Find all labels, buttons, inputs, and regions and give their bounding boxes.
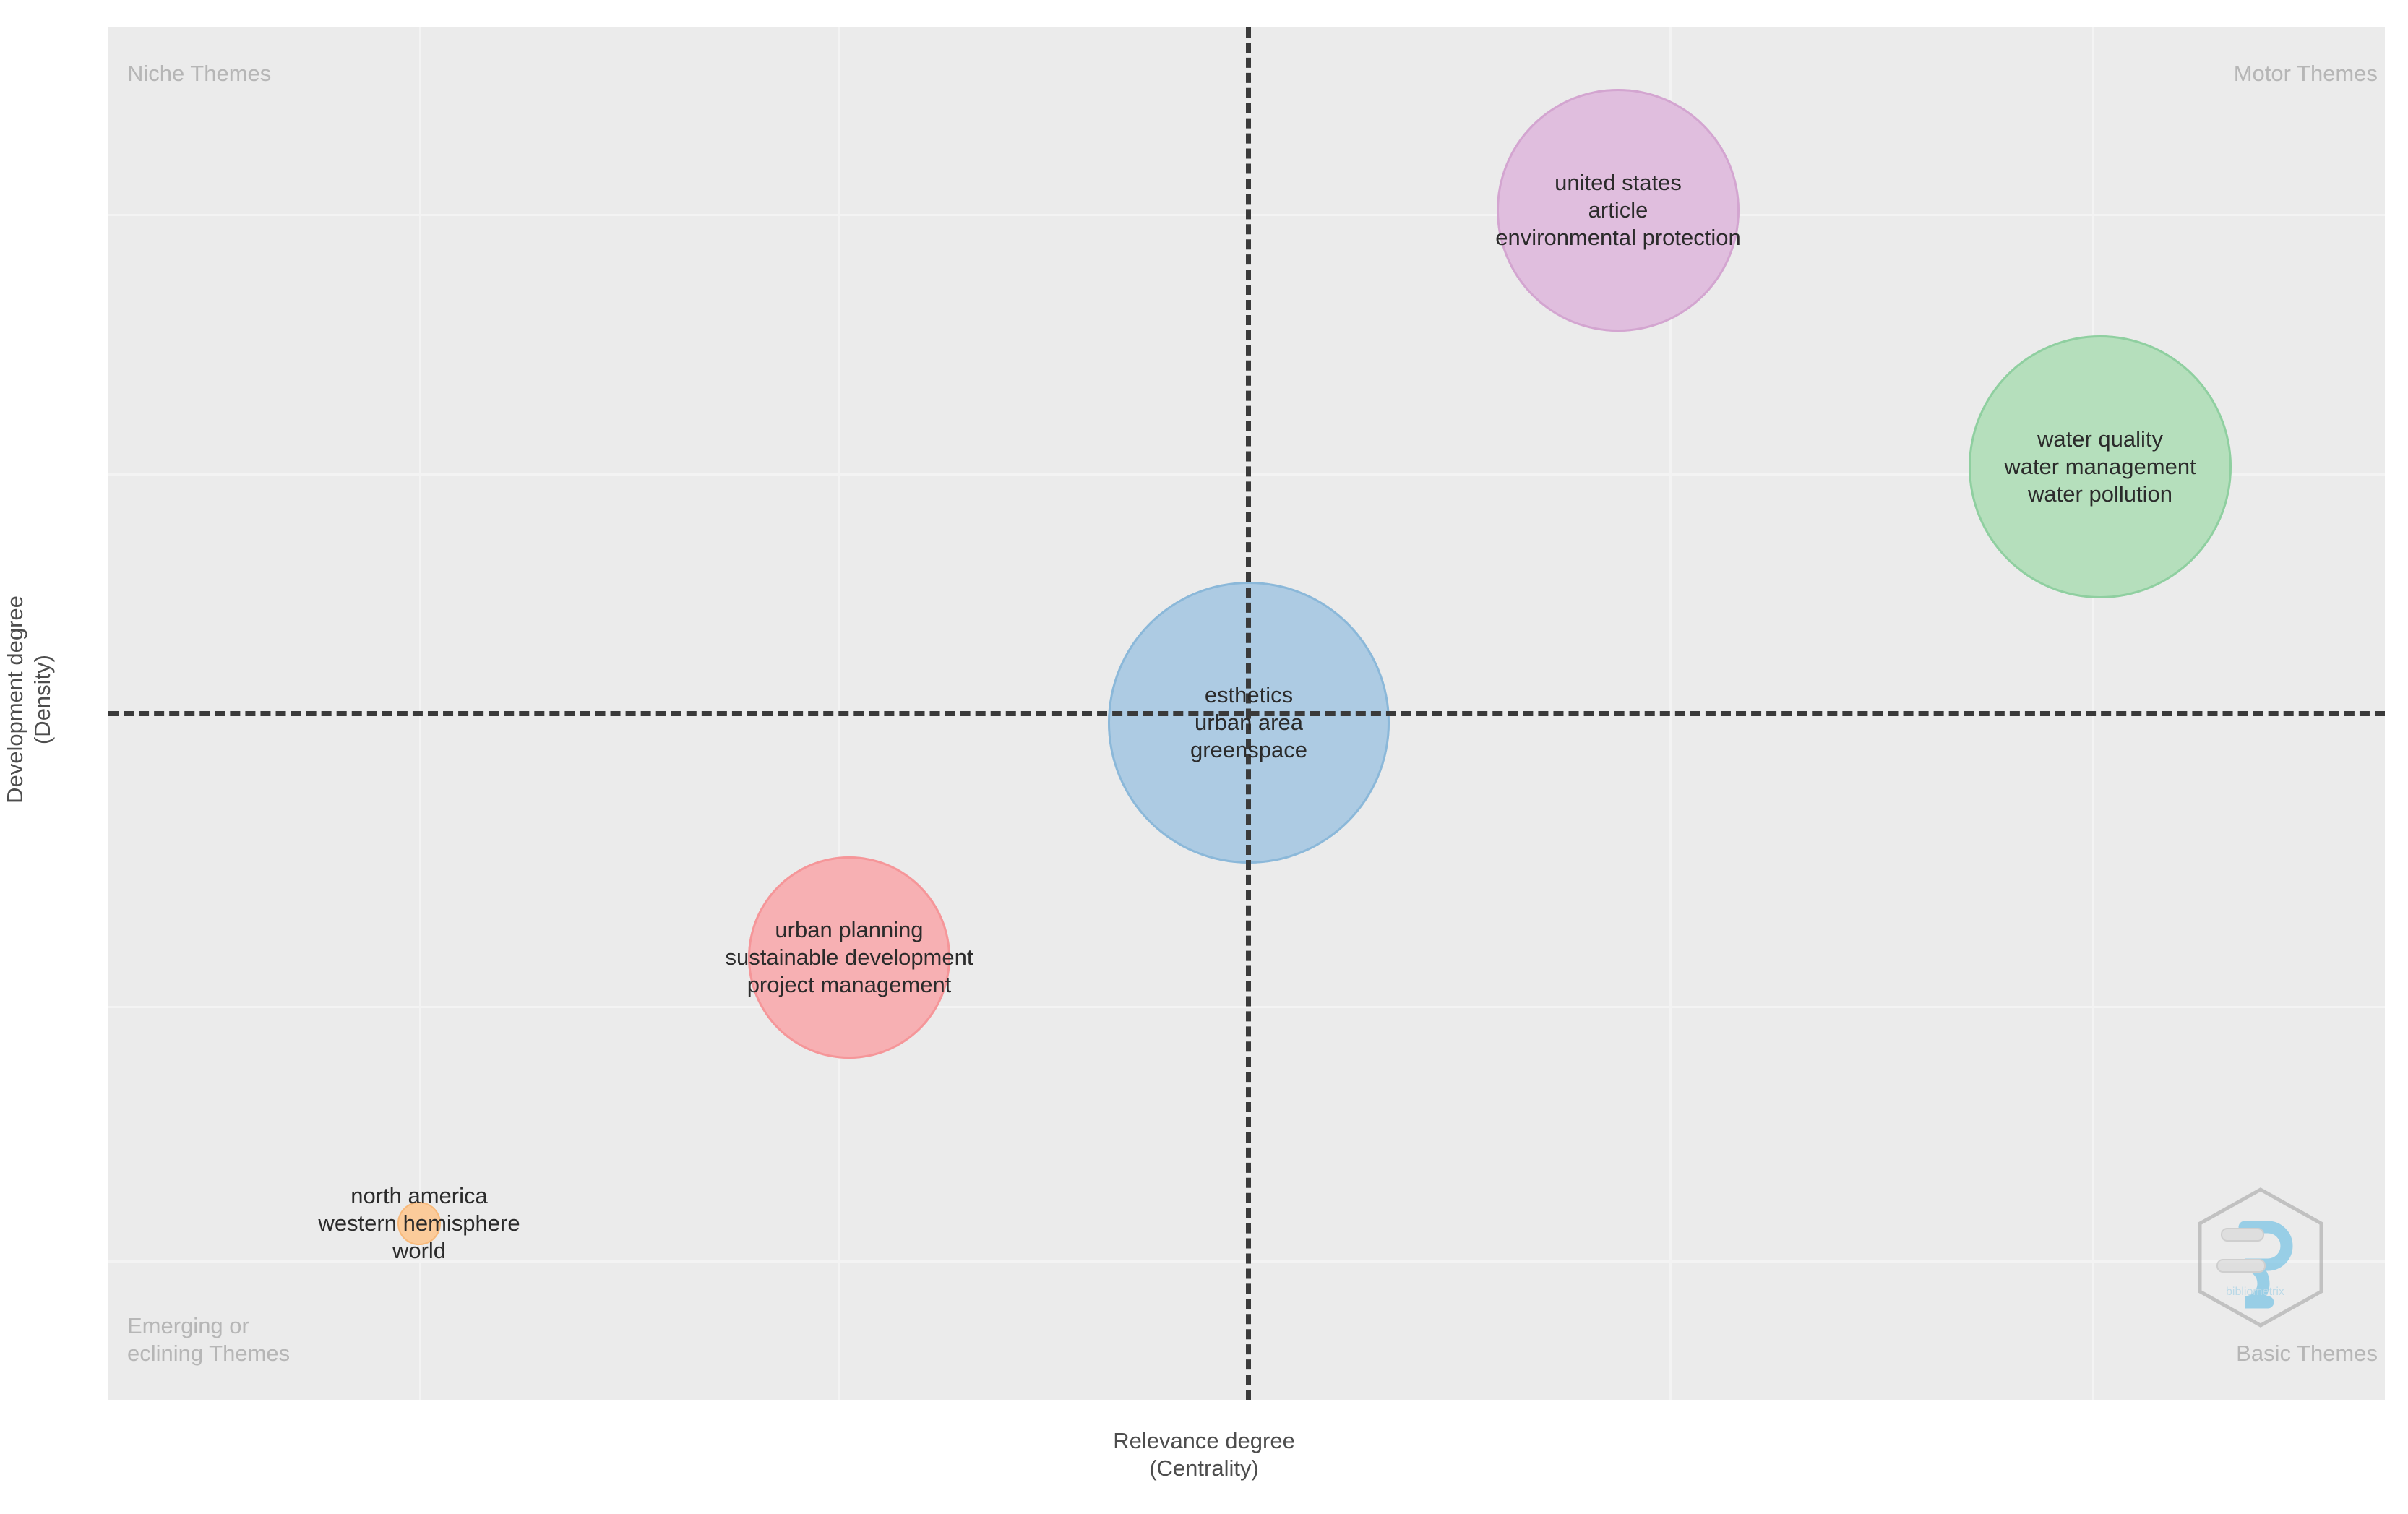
reference-line-horizontal <box>108 711 2385 716</box>
bubble-cluster-water-quality[interactable] <box>1969 335 2232 598</box>
x-axis-title: Relevance degree (Centrality) <box>1113 1428 1295 1481</box>
hexagon-outline <box>2198 1187 2323 1328</box>
quadrant-label-basic-themes: Basic Themes <box>2236 1341 2378 1366</box>
quadrant-label-niche-themes: Niche Themes <box>127 61 272 86</box>
plot-panel: Niche Themes Motor Themes Emerging or ec… <box>108 27 2385 1400</box>
y-axis-title: Development degree (Density) <box>2 595 55 804</box>
bibliometrix-logo: bibliometrix <box>2188 1185 2333 1330</box>
wordmark-text: bibliometrix <box>2226 1286 2284 1298</box>
bar-top <box>2221 1228 2264 1242</box>
bubble-cluster-urban-planning[interactable] <box>748 856 950 1059</box>
quadrant-label-emerging-declining-themes: Emerging or eclining Themes <box>127 1313 291 1366</box>
bubble-cluster-north-america[interactable] <box>397 1202 441 1245</box>
bubble-cluster-united-states[interactable] <box>1497 89 1740 332</box>
quadrant-label-motor-themes: Motor Themes <box>2233 61 2378 86</box>
bar-bottom <box>2216 1259 2266 1273</box>
